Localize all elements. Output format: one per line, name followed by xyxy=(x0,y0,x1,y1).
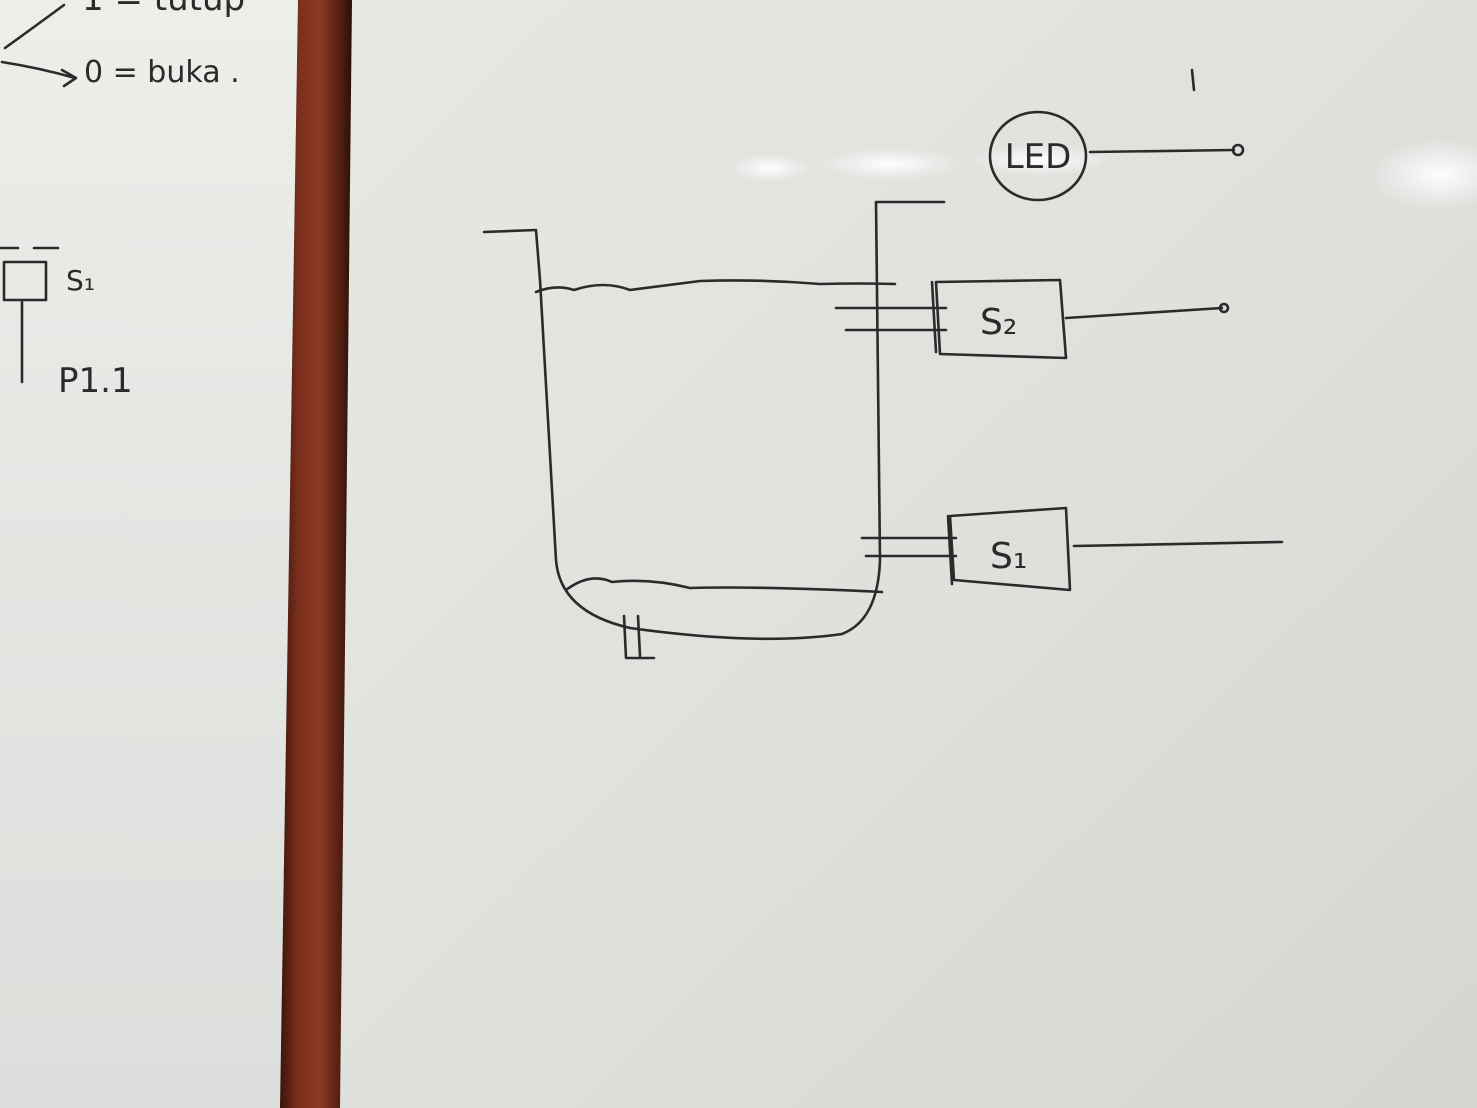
board-frame xyxy=(280,0,352,1108)
s2-label: S₂ xyxy=(980,302,1017,343)
arrow-line xyxy=(3,3,66,50)
light-glare xyxy=(1370,139,1477,211)
sensor-symbol xyxy=(0,246,60,384)
led-terminal xyxy=(1231,143,1245,157)
arrow-line xyxy=(0,60,78,88)
tank-outline xyxy=(482,200,946,641)
s2-box xyxy=(934,278,1068,360)
left-board xyxy=(0,0,300,1108)
light-glare xyxy=(970,144,1110,176)
tank-diagram: S₂ S₁ LED xyxy=(482,68,1284,660)
s1-leads xyxy=(860,514,958,586)
upper-water-level xyxy=(534,279,897,294)
left-board-notes: 1 = tutup 0 = buka . S₁ P1.1 xyxy=(0,0,245,401)
led-label: LED xyxy=(1005,137,1072,177)
note-line-1: 1 = tutup xyxy=(82,0,245,19)
light-glare xyxy=(730,154,810,182)
led-output-line xyxy=(1088,148,1236,154)
stray-mark xyxy=(1190,68,1196,92)
right-board xyxy=(330,0,1477,1108)
sensor-label: S₁ xyxy=(66,264,95,297)
led-circle xyxy=(988,110,1088,202)
s1-label: S₁ xyxy=(990,536,1027,577)
s2-output-line xyxy=(1064,306,1224,320)
drain-valve xyxy=(622,614,656,660)
s1-box xyxy=(948,506,1072,592)
light-glare xyxy=(820,148,960,180)
s1-output-line xyxy=(1072,540,1284,548)
lower-water-level xyxy=(564,577,884,594)
s2-terminal xyxy=(1218,302,1230,314)
note-line-2: 0 = buka . xyxy=(84,55,240,90)
pin-label: P1.1 xyxy=(58,361,133,401)
s2-leads xyxy=(834,280,948,354)
